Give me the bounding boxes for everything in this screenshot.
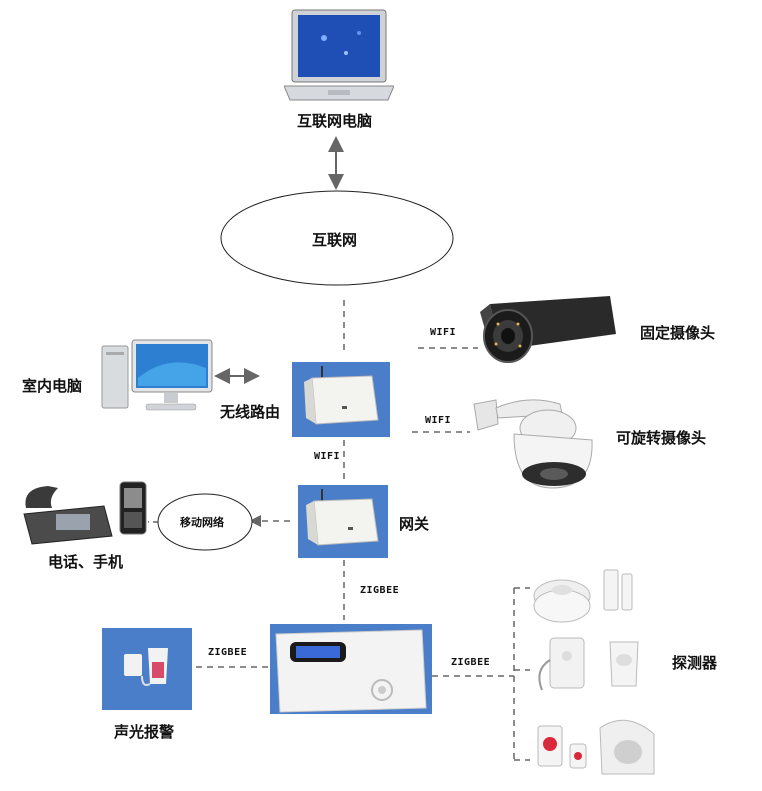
internet-cloud bbox=[220, 190, 454, 286]
router-label: 无线路由 bbox=[220, 403, 281, 421]
zigbee-label-detectors: ZIGBEE bbox=[451, 657, 491, 668]
laptop-label: 互联网电脑 bbox=[297, 112, 373, 130]
fixed-camera-label: 固定摄像头 bbox=[640, 324, 716, 342]
wifi-label-fixed: WIFI bbox=[430, 327, 457, 338]
phone-icon bbox=[18, 478, 150, 548]
laptop-icon bbox=[284, 8, 394, 104]
gateway-device bbox=[298, 485, 388, 558]
fixed-camera-icon bbox=[470, 290, 620, 372]
siren-label: 声光报警 bbox=[114, 723, 175, 741]
alarm-panel-device bbox=[270, 624, 432, 714]
indoor-pc-label: 室内电脑 bbox=[22, 377, 83, 395]
mobile-network-cloud bbox=[157, 493, 253, 551]
gateway-label: 网关 bbox=[399, 515, 430, 533]
wifi-label-gateway: WIFI bbox=[314, 451, 341, 462]
internet-label: 互联网 bbox=[312, 231, 358, 249]
desktop-pc-icon bbox=[98, 338, 216, 414]
detectors-label: 探测器 bbox=[672, 654, 718, 672]
ptz-camera-icon bbox=[468, 384, 602, 494]
phone-label: 电话、手机 bbox=[48, 553, 124, 571]
siren-device bbox=[102, 628, 192, 710]
wifi-label-ptz: WIFI bbox=[425, 415, 452, 426]
zigbee-label-siren: ZIGBEE bbox=[208, 647, 248, 658]
detectors-group bbox=[530, 560, 660, 784]
ptz-camera-label: 可旋转摄像头 bbox=[616, 429, 707, 447]
zigbee-label-panel: ZIGBEE bbox=[360, 585, 400, 596]
mobile-network-label: 移动网络 bbox=[180, 516, 224, 529]
router-device bbox=[292, 362, 390, 437]
